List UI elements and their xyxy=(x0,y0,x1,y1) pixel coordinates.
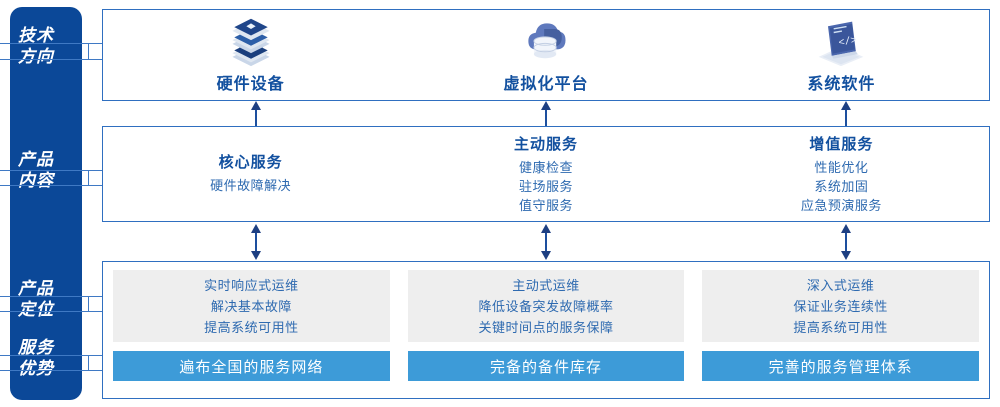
tech-title-system-software: 系统软件 xyxy=(807,76,876,93)
content-column-active-service[interactable]: 主动服务 健康检查 驻场服务 值守服务 xyxy=(398,127,693,221)
connector-tech-top xyxy=(0,43,103,45)
rail-label-tech-direction: 技术 方向 xyxy=(18,26,54,66)
advantage-bar-service-network[interactable]: 遍布全国的服务网络 xyxy=(113,351,390,381)
connector-position-bottom xyxy=(0,311,103,313)
connector-position-join xyxy=(88,296,90,312)
connector-content-join xyxy=(88,170,90,186)
position-box-indepth[interactable]: 深入式运维 保证业务连续性 提高系统可用性 xyxy=(702,270,980,342)
connector-content-bottom xyxy=(0,185,103,187)
position-box-realtime[interactable]: 实时响应式运维 解决基本故障 提高系统可用性 xyxy=(113,270,390,342)
content-column-value-added-service[interactable]: 增值服务 性能优化 系统加固 应急预演服务 xyxy=(694,127,989,221)
connector-advantage-top xyxy=(0,355,103,357)
connector-tech-bottom xyxy=(0,59,103,61)
svg-text:</>: </> xyxy=(838,35,858,50)
tech-column-virtualization[interactable]: 虚拟化平台 xyxy=(398,10,693,100)
left-rail xyxy=(10,7,82,400)
position-line: 提高系统可用性 xyxy=(204,319,299,335)
tech-title-virtualization: 虚拟化平台 xyxy=(503,76,589,93)
cloud-database-icon xyxy=(528,23,566,59)
server-stack-icon xyxy=(232,18,270,67)
content-title-core-service: 核心服务 xyxy=(218,154,283,171)
advantage-bar-spare-parts[interactable]: 完备的备件库存 xyxy=(407,351,685,381)
connector-advantage-bottom xyxy=(0,370,103,372)
connector-advantage-join xyxy=(88,355,90,371)
bottom-column-indepth: 深入式运维 保证业务连续性 提高系统可用性 完善的服务管理体系 xyxy=(702,270,980,390)
rail-label-product-position: 产品 定位 xyxy=(18,279,54,319)
content-title-value-added-service: 增值服务 xyxy=(809,136,874,153)
position-line: 关键时间点的服务保障 xyxy=(478,319,614,335)
advantage-bar-management-system[interactable]: 完善的服务管理体系 xyxy=(702,351,980,381)
content-item: 值守服务 xyxy=(518,198,573,213)
bottom-column-proactive: 主动式运维 降低设备突发故障概率 关键时间点的服务保障 完备的备件库存 xyxy=(407,270,685,390)
arrow-up-icon-system-software xyxy=(841,101,851,127)
content-title-active-service: 主动服务 xyxy=(513,136,578,153)
laptop-code-icon: </> xyxy=(819,21,864,67)
position-line: 保证业务连续性 xyxy=(793,298,888,314)
connector-content-top xyxy=(0,170,103,172)
connector-tech-join xyxy=(88,43,90,60)
tech-column-hardware[interactable]: 硬件设备 xyxy=(103,10,398,100)
position-line: 主动式运维 xyxy=(512,277,580,293)
arrow-up-icon-hardware xyxy=(251,101,261,127)
content-item: 硬件故障解决 xyxy=(210,178,292,193)
position-line: 提高系统可用性 xyxy=(793,319,888,335)
rail-label-service-advantage: 服务 优势 xyxy=(18,338,54,378)
content-item: 性能优化 xyxy=(814,160,869,175)
content-item: 系统加固 xyxy=(814,179,869,194)
arrow-up-icon-virtualization xyxy=(541,101,551,127)
position-line: 降低设备突发故障概率 xyxy=(478,298,614,314)
panel-product-content: 核心服务 硬件故障解决 主动服务 健康检查 驻场服务 值守服务 增值服务 性能优… xyxy=(102,126,990,222)
connector-position-top xyxy=(0,296,103,298)
position-box-proactive[interactable]: 主动式运维 降低设备突发故障概率 关键时间点的服务保障 xyxy=(407,270,685,342)
panel-position-advantage: 实时响应式运维 解决基本故障 提高系统可用性 遍布全国的服务网络 主动式运维 降… xyxy=(102,261,990,399)
arrow-up-down-icon-system-software xyxy=(841,224,851,260)
arrow-up-down-icon-virtualization xyxy=(541,224,551,260)
position-line: 深入式运维 xyxy=(806,277,875,293)
tech-column-system-software[interactable]: </> 系统软件 xyxy=(694,10,989,100)
panel-tech-direction: 硬件设备 虚拟化平台 xyxy=(102,9,990,101)
tech-title-hardware: 硬件设备 xyxy=(216,76,285,93)
arrow-up-down-icon-hardware xyxy=(251,224,261,260)
position-line: 解决基本故障 xyxy=(210,298,292,314)
content-item: 健康检查 xyxy=(518,160,573,175)
bottom-column-realtime: 实时响应式运维 解决基本故障 提高系统可用性 遍布全国的服务网络 xyxy=(113,270,390,390)
position-line: 实时响应式运维 xyxy=(204,277,299,293)
content-item: 驻场服务 xyxy=(518,179,573,194)
content-item: 应急预演服务 xyxy=(800,198,882,213)
content-column-core-service[interactable]: 核心服务 硬件故障解决 xyxy=(103,127,398,221)
